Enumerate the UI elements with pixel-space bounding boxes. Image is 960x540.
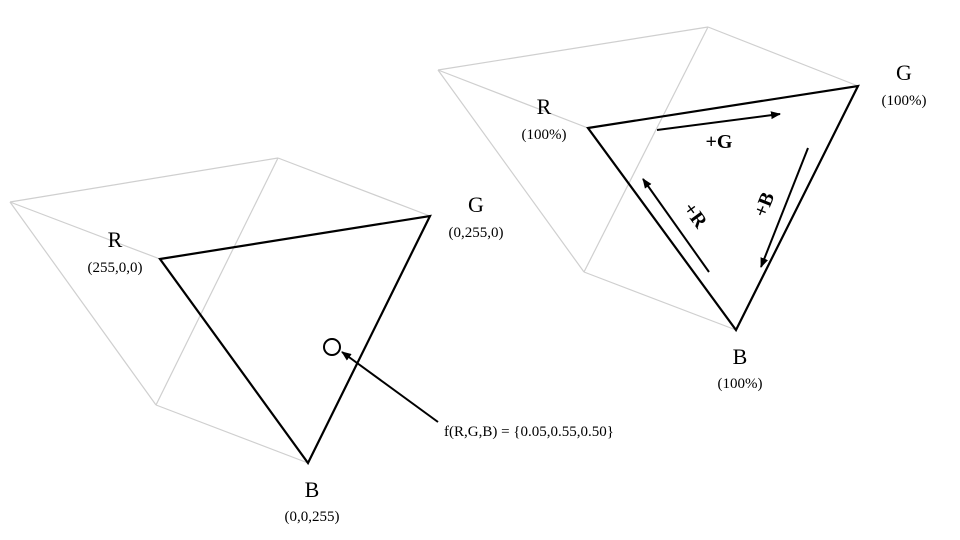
right-g-label: G [896,60,912,85]
left-color-triangle [158,214,432,466]
right-b-value: (100%) [718,376,763,392]
left-g-label: G [468,192,484,217]
plus-g-label: +G [706,131,733,153]
right-cube-wireframe [437,26,859,331]
sample-point-arrow [341,351,439,423]
plus-b-arrow [760,147,809,268]
left-cube-wireframe [9,157,431,464]
rgb-function-formula: f(R,G,B) = {0.05,0.55,0.50} [444,424,614,440]
left-b-value: (0,0,255) [285,509,340,525]
right-color-triangle [586,84,860,333]
right-r-value: (100%) [522,127,567,143]
plus-g-arrow [656,111,781,131]
left-b-label: B [305,477,320,502]
left-panel: R (255,0,0) G (0,255,0) B (0,0,255) f(R,… [9,157,614,525]
right-b-label: B [733,344,748,369]
left-g-value: (0,255,0) [449,225,504,241]
sample-point-marker [323,338,341,356]
right-panel: +G +R +B R (100%) G (100%) B (100%) [437,26,927,392]
right-r-label: R [537,94,552,119]
plus-r-arrow [642,178,710,273]
left-r-label: R [108,227,123,252]
plus-r-label: +R [678,199,711,233]
left-r-value: (255,0,0) [88,260,143,276]
plus-b-label: +B [750,189,780,220]
right-g-value: (100%) [882,93,927,109]
